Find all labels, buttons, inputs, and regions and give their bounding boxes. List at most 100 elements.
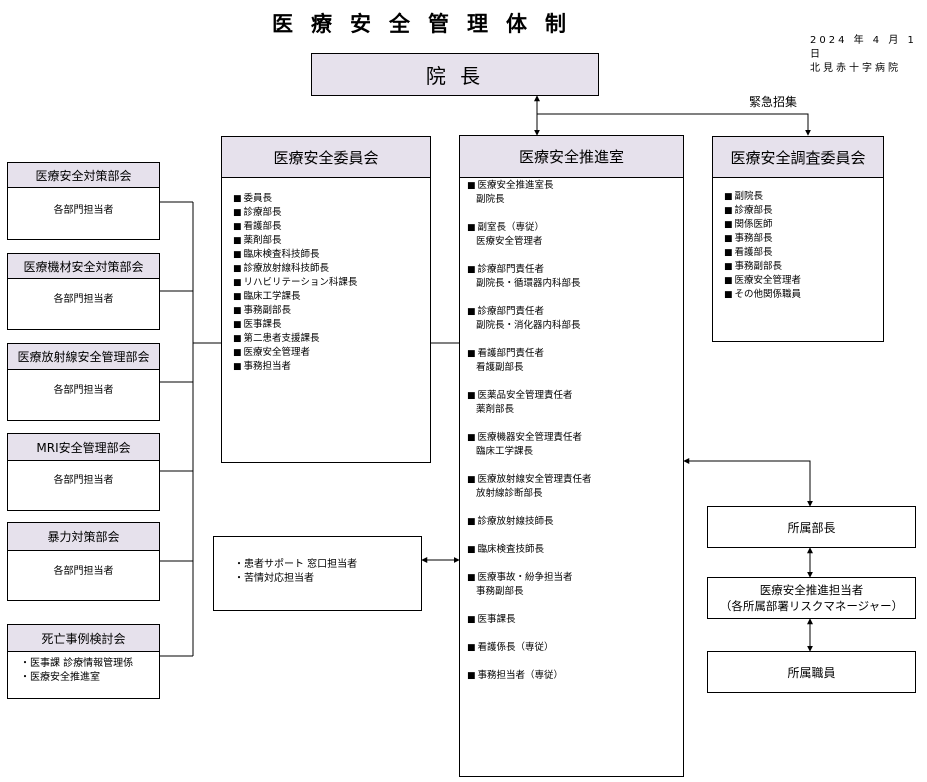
office-member-role: 医薬品安全管理責任者 (467, 389, 592, 403)
office-member-role: 医療機器安全管理責任者 (467, 431, 592, 445)
death-review-box: 死亡事例検討会 医事課 診療情報管理係 医療安全推進室 (7, 624, 160, 699)
investigation-member: 事務部長 (724, 232, 801, 246)
subcommittee-body: 各部門担当者 (53, 475, 114, 486)
subcommittee-title: 医療放射線安全管理部会 (8, 344, 159, 370)
committee-member: 臨床検査科技師長 (233, 248, 357, 262)
committee-box: 医療安全委員会 委員長診療部長看護部長薬剤部長臨床検査科技師長診療放射線科技師長… (221, 136, 431, 463)
office-member-role: 医療放射線安全管理責任者 (467, 473, 592, 487)
subcommittee-body: 各部門担当者 (53, 294, 114, 305)
office-member: 臨床検査技師長 (467, 543, 592, 557)
promoter-box: 医療安全推進担当者 （各所属部署リスクマネージャー） (707, 577, 916, 619)
office-dept-arrow (683, 458, 813, 507)
subcommittee-box: MRI安全管理部会 各部門担当者 (7, 433, 160, 511)
office-member-holder: 薬剤部長 (476, 404, 515, 415)
committee-members: 委員長診療部長看護部長薬剤部長臨床検査科技師長診療放射線科技師長リハビリテーショ… (233, 192, 358, 374)
investigation-box: 医療安全調査委員会 副院長診療部長関係医師事務部長看護部長事務副部長医療安全管理… (712, 136, 884, 342)
committee-member: 看護部長 (233, 220, 357, 234)
death-review-title: 死亡事例検討会 (8, 625, 159, 652)
subcommittee-box: 医療放射線安全管理部会 各部門担当者 (7, 343, 160, 421)
subcommittee-title: 医療安全対策部会 (8, 163, 159, 188)
committee-member: 臨床工学課長 (233, 290, 357, 304)
office-member: 事務担当者（専従） (467, 669, 592, 683)
committee-member: 事務副部長 (233, 304, 357, 318)
patient-support-box: 患者サポート 窓口担当者 苦情対応担当者 (213, 536, 422, 611)
office-member-holder: 副院長 (476, 194, 505, 205)
office-member-holder: 事務副部長 (476, 586, 524, 597)
office-member-holder: 医療安全管理者 (476, 236, 543, 247)
director-box: 院 長 (311, 53, 599, 96)
investigation-member: その他関係職員 (724, 288, 802, 302)
death-review-item: 医事課 診療情報管理係 (20, 657, 133, 671)
office-box: 医療安全推進室 医療安全推進室長副院長副室長（専従）医療安全管理者診療部門責任者… (459, 135, 684, 777)
staff-box: 所属職員 (707, 651, 916, 693)
date: 2024 年 4 月 1 日 (810, 35, 917, 60)
office-member-holder: 臨床工学課長 (476, 446, 534, 457)
office-member: 医事課長 (467, 613, 592, 627)
investigation-member: 事務副部長 (724, 260, 801, 274)
subcommittee-title: MRI安全管理部会 (8, 434, 159, 461)
subcommittee-box: 暴力対策部会 各部門担当者 (7, 522, 160, 601)
investigation-member: 関係医師 (724, 218, 801, 232)
emergency-line (537, 113, 811, 136)
office-member-role: 看護係長（専従） (467, 641, 592, 655)
committee-member: 医療安全管理者 (233, 346, 357, 360)
committee-member: 委員長 (233, 192, 357, 206)
date-block: 2024 年 4 月 1 日 北見赤十字病院 (810, 34, 927, 76)
patient-support-items: 患者サポート 窓口担当者 苦情対応担当者 (234, 558, 357, 586)
subcommittee-title: 医療機材安全対策部会 (8, 254, 159, 279)
subcommittee-title: 暴力対策部会 (8, 523, 159, 551)
committee-member: 医事課長 (233, 318, 357, 332)
investigation-member: 看護部長 (724, 246, 801, 260)
investigation-member: 診療部長 (724, 204, 801, 218)
page-title: 医療安全管理体制 (272, 11, 584, 36)
office-member-holder: 副院長・消化器内科部長 (476, 320, 581, 331)
investigation-members: 副院長診療部長関係医師事務部長看護部長事務副部長医療安全管理者その他関係職員 (724, 190, 802, 302)
office-member-role: 医療安全推進室長 (467, 179, 592, 193)
office-member-role: 事務担当者（専従） (467, 669, 592, 683)
investigation-member: 医療安全管理者 (724, 274, 802, 288)
death-review-items: 医事課 診療情報管理係 医療安全推進室 (20, 657, 133, 685)
office-member-role: 医療事故・紛争担当者 (467, 571, 592, 585)
office-member: 看護係長（専従） (467, 641, 592, 655)
office-member-role: 医事課長 (467, 613, 592, 627)
office-members: 医療安全推進室長副院長副室長（専従）医療安全管理者診療部門責任者副院長・循環器内… (467, 179, 592, 697)
subcommittee-box: 医療安全対策部会 各部門担当者 (7, 162, 160, 240)
office-member-holder: 看護副部長 (476, 362, 524, 373)
committee-member: リハビリテーション科課長 (233, 276, 358, 290)
investigation-title: 医療安全調査委員会 (713, 137, 883, 178)
subcommittee-body: 各部門担当者 (53, 566, 114, 577)
patient-support-item: 苦情対応担当者 (234, 572, 357, 586)
subcommittee-body: 各部門担当者 (53, 385, 114, 396)
office-member-role: 診療部門責任者 (467, 305, 592, 319)
promoter-line1: 医療安全推進担当者 (759, 583, 864, 597)
office-member-role: 診療放射線技師長 (467, 515, 592, 529)
committee-member: 診療部長 (233, 206, 357, 220)
committee-title: 医療安全委員会 (222, 137, 430, 178)
office-title: 医療安全推進室 (460, 136, 683, 178)
patient-support-item: 患者サポート 窓口担当者 (234, 558, 357, 572)
committee-member: 診療放射線科技師長 (233, 262, 357, 276)
office-member-role: 看護部門責任者 (467, 347, 592, 361)
office-member-role: 副室長（専従） (467, 221, 592, 235)
office-member-holder: 放射線診断部長 (476, 488, 543, 499)
committee-member: 薬剤部長 (233, 234, 357, 248)
death-review-item: 医療安全推進室 (20, 671, 133, 685)
committee-member: 第二患者支援課長 (233, 332, 357, 346)
office-member: 副室長（専従）医療安全管理者 (467, 221, 592, 249)
office-member-role: 診療部門責任者 (467, 263, 592, 277)
committee-member: 事務担当者 (233, 360, 357, 374)
subcommittee-body: 各部門担当者 (53, 205, 114, 216)
office-member: 診療放射線技師長 (467, 515, 592, 529)
emergency-label: 緊急招集 (749, 95, 798, 109)
office-member-holder: 副院長・循環器内科部長 (476, 278, 581, 289)
office-member-role: 臨床検査技師長 (467, 543, 592, 557)
investigation-member: 副院長 (724, 190, 801, 204)
